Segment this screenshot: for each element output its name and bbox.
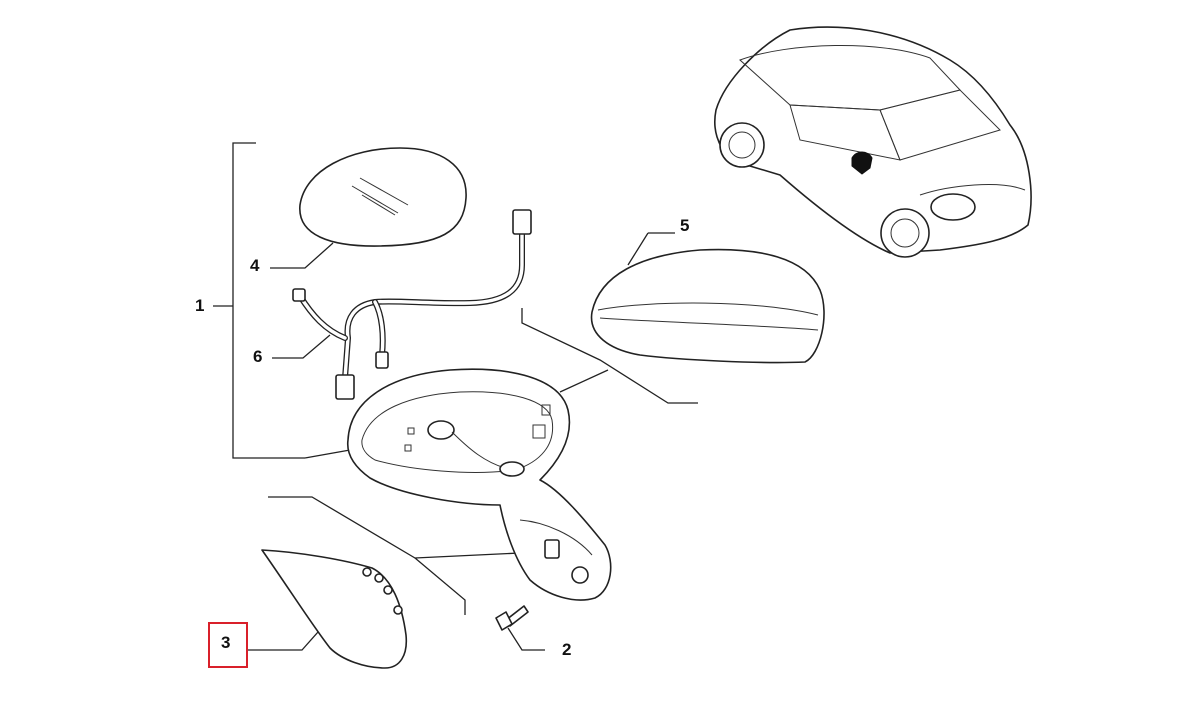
- callout-4: 4: [250, 256, 260, 275]
- wiring-harness-drawing: [292, 209, 532, 400]
- callout-2: 2: [562, 640, 572, 659]
- highlight-box: [208, 622, 248, 668]
- callout-6: 6: [253, 347, 263, 366]
- lower-cover-drawing: [261, 549, 408, 669]
- leader-lines: [248, 232, 698, 651]
- screw-drawing: [495, 605, 529, 631]
- mirror-glass-drawing: [299, 147, 467, 247]
- callout-5: 5: [680, 216, 690, 235]
- assembly-bracket: [213, 142, 305, 459]
- callout-3: 3: [221, 633, 231, 652]
- mirror-cap-drawing: [590, 248, 825, 364]
- vehicle-thumbnail: [714, 26, 1032, 258]
- callout-1: 1: [195, 296, 205, 315]
- mirror-location-marker: [851, 151, 873, 175]
- mirror-housing-drawing: [346, 368, 612, 601]
